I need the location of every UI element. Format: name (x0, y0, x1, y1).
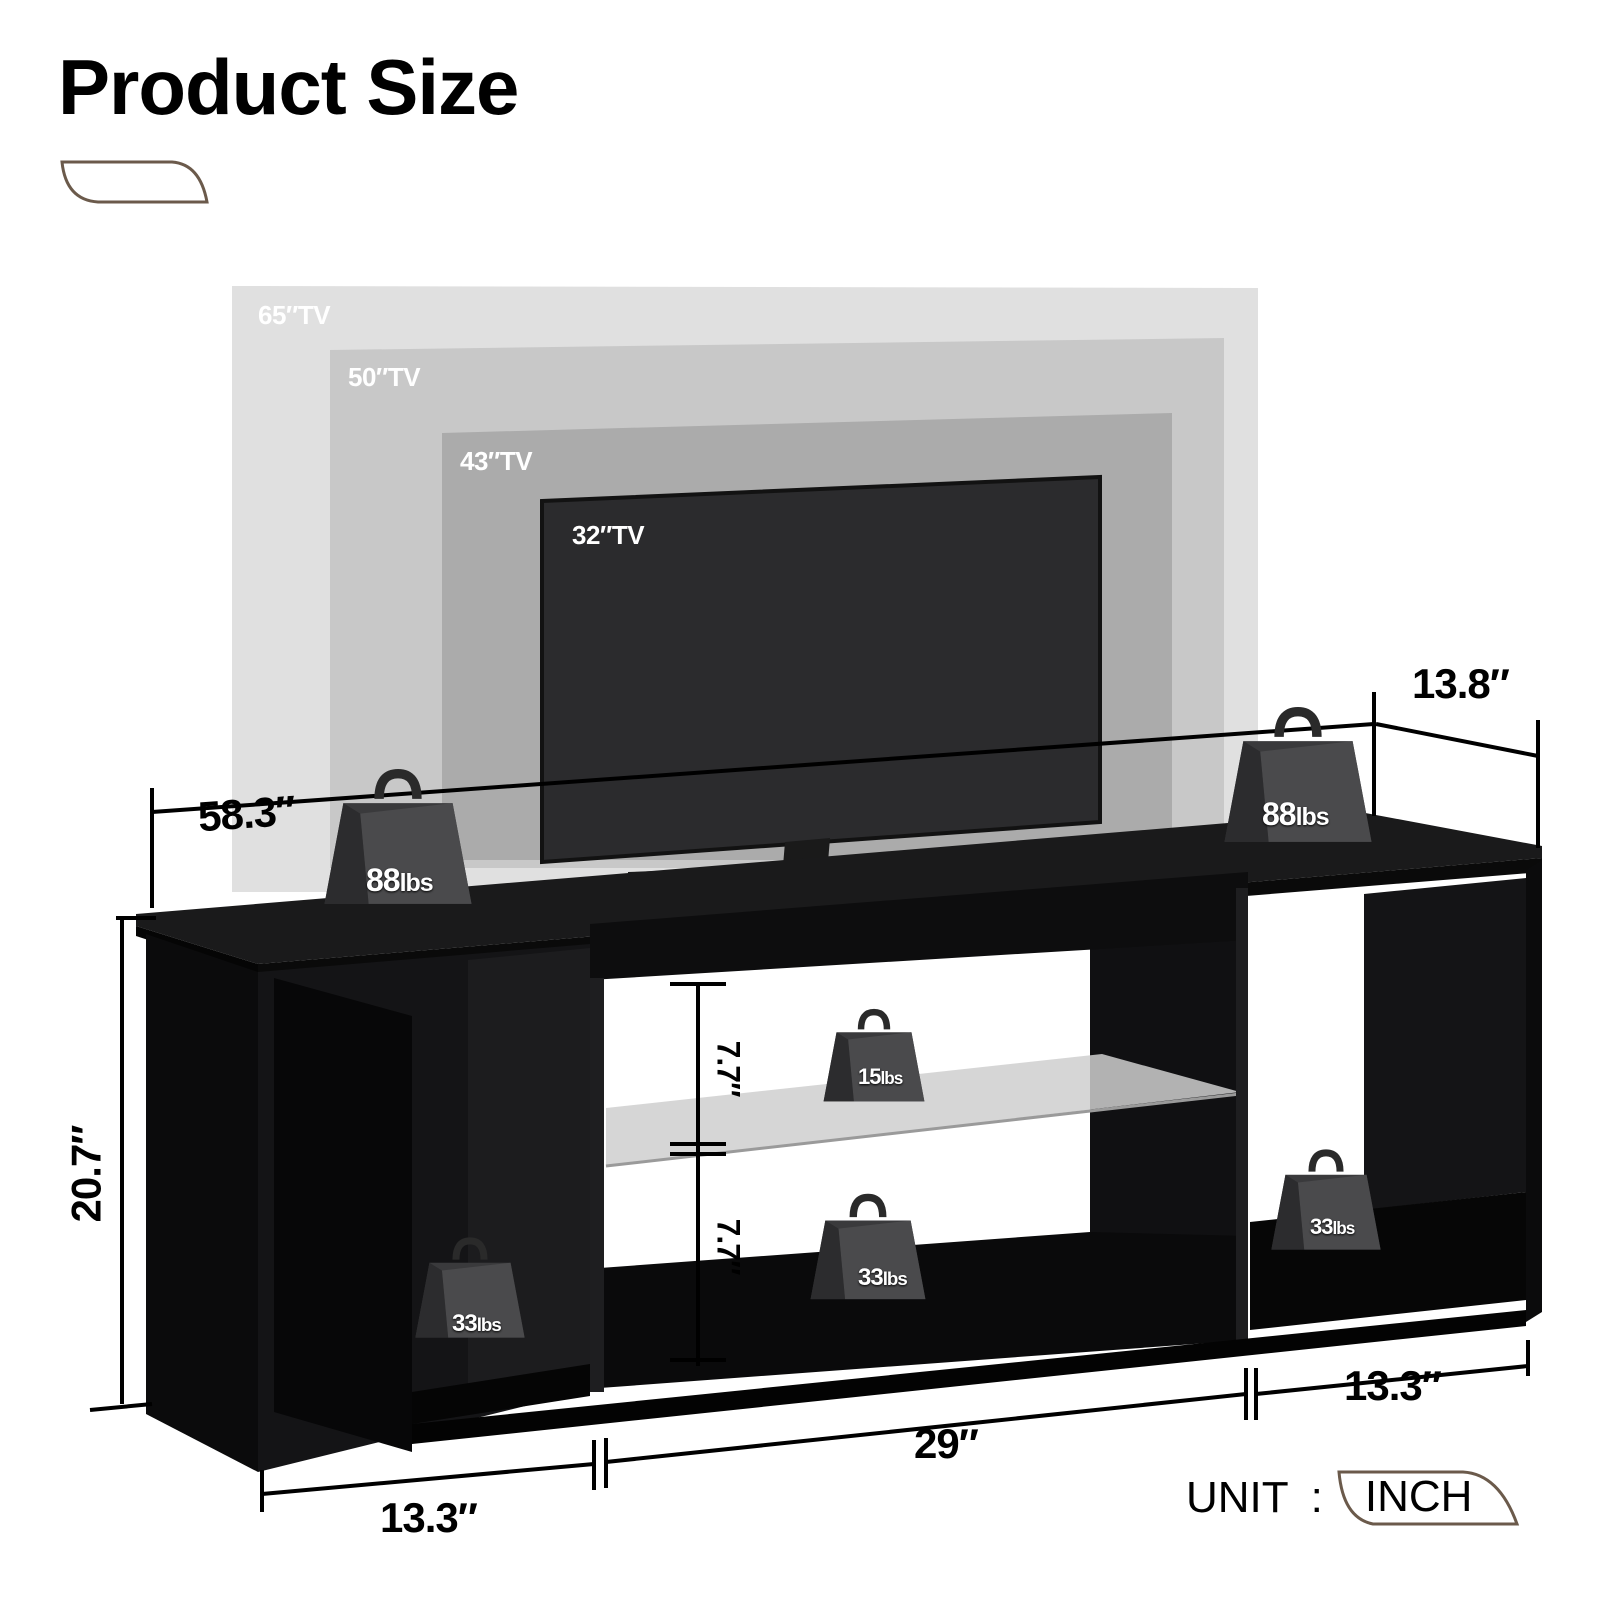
weight-label-top-left: 88lbs (366, 862, 434, 898)
unit-separator: : (1310, 1473, 1323, 1522)
tv-50-label: 50″TV (348, 362, 421, 392)
title-accent-shape (60, 160, 209, 204)
tv-32 (540, 474, 1102, 866)
right-compartment-divider (1236, 888, 1248, 1340)
center-width-label: 29″ (914, 1420, 979, 1467)
unit-value-badge: INCH (1333, 1468, 1523, 1528)
center-top-rail (590, 872, 1248, 980)
cabinet-right-side (1526, 860, 1542, 1322)
cabinet-left-side (146, 934, 258, 1472)
weight-label-top-right: 88lbs (1262, 796, 1330, 832)
unit-value: INCH (1364, 1472, 1473, 1521)
overall-width-label: 58.3″ (196, 786, 297, 841)
left-door (274, 978, 412, 1452)
page-title: Product Size (58, 43, 519, 131)
cabinet-top (136, 812, 1542, 964)
weight-label-glass-shelf: 15lbs (858, 1064, 903, 1089)
cabinet-base (412, 1310, 1526, 1444)
glass-shelf (606, 1054, 1240, 1166)
unit-indicator: UNIT : INCH (1186, 1468, 1523, 1528)
tv-65-label: 65″TV (258, 300, 331, 330)
weight-label-bottom-center: 33lbs (858, 1264, 908, 1291)
weight-label-bottom-left: 33lbs (452, 1310, 502, 1337)
center-bottom-shelf (600, 1232, 1248, 1388)
right-width-label: 13.3″ (1344, 1362, 1442, 1409)
height-label: 20.7″ (62, 1125, 110, 1223)
left-width-label: 13.3″ (380, 1494, 478, 1541)
shelf-gap-upper-label: 7.7″ (710, 1040, 747, 1097)
right-back-panel (1364, 878, 1526, 1210)
tv-43-label: 43″TV (460, 446, 533, 476)
shelf-gap-lower-label: 7.7″ (710, 1218, 747, 1275)
depth-label: 13.8″ (1412, 660, 1510, 707)
dimension-lines (89, 692, 1540, 1512)
unit-key: UNIT (1186, 1473, 1289, 1522)
right-opening (1250, 898, 1364, 1222)
left-bottom-base (412, 1364, 590, 1424)
weight-label-bottom-right: 33lbs (1310, 1214, 1355, 1239)
tv-32-label: 32″TV (572, 520, 645, 550)
